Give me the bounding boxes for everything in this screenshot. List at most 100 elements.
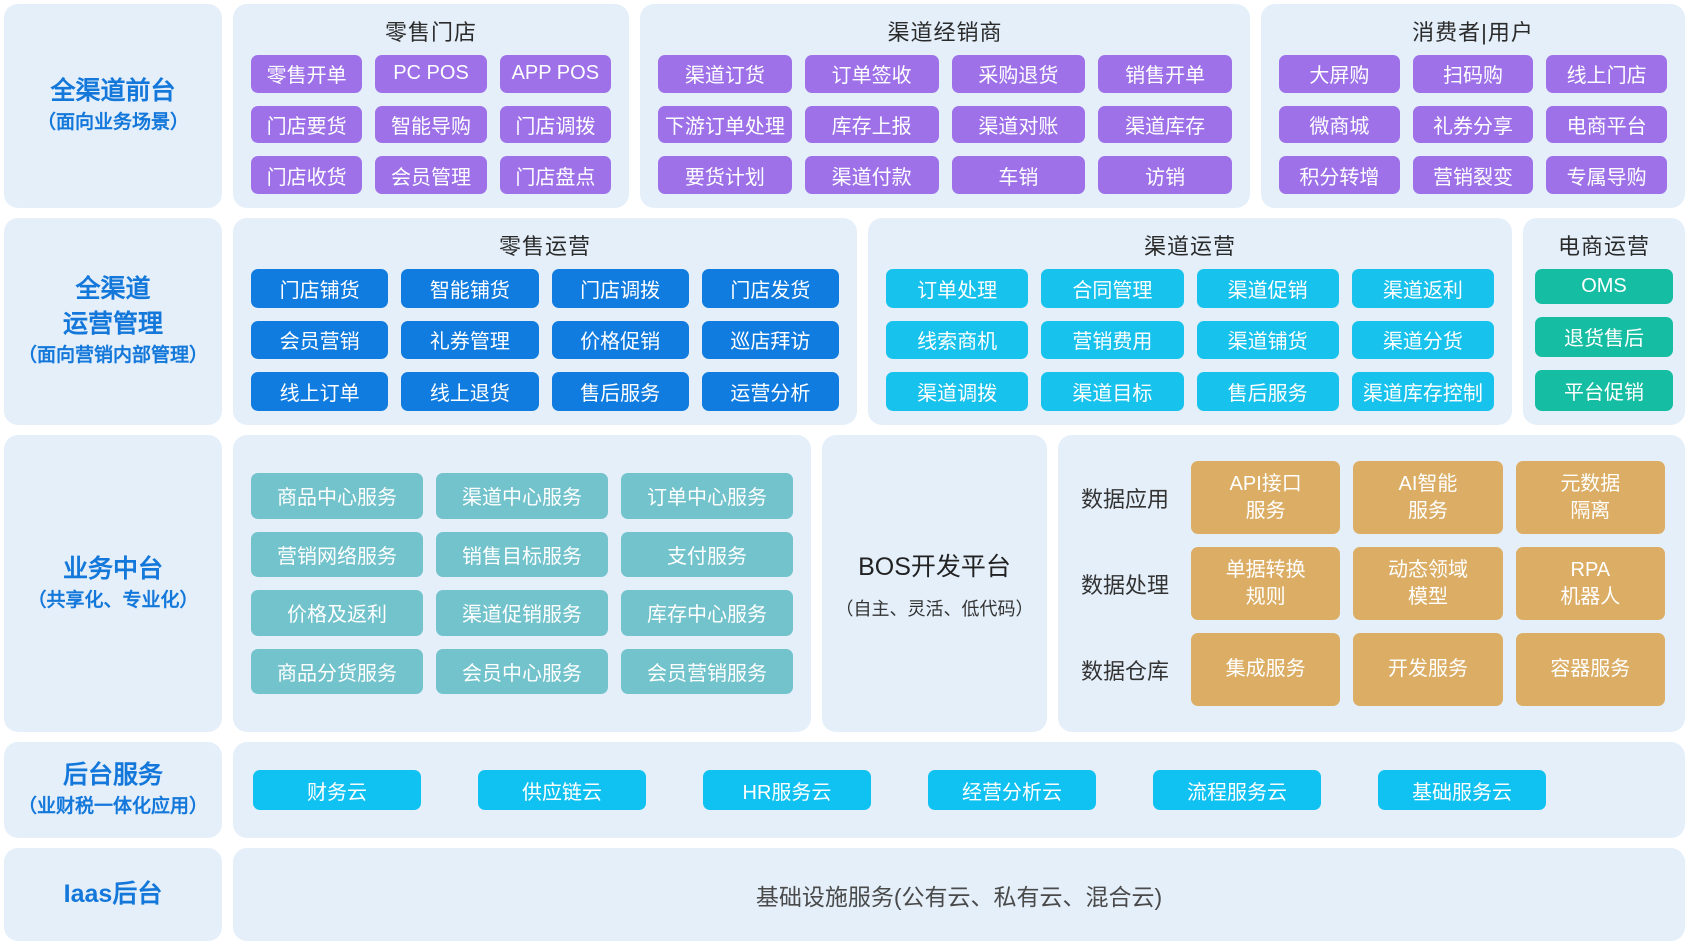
module-box: 零售开单 <box>251 55 363 93</box>
backend-cloud-grid: 财务云 供应链云 HR服务云 经营分析云 流程服务云 基础服务云 <box>233 742 1685 838</box>
operation-label-line2: 运营管理 <box>62 310 163 339</box>
module-box: 营销费用 <box>1041 320 1184 360</box>
module-box-line: 模型 <box>1407 585 1448 608</box>
module-box: 访销 <box>1098 156 1232 194</box>
module-box: 智能铺货 <box>401 269 539 308</box>
module-box: 线上订单 <box>251 372 389 411</box>
iaas-label-title: Iaas后台 <box>63 880 163 908</box>
module-box-line: API接口 <box>1229 472 1302 495</box>
module-box: 会员中心服务 <box>436 648 608 694</box>
module-box: 渠道库存控制 <box>1351 372 1494 411</box>
module-box: 商品中心服务 <box>251 473 423 519</box>
module-box: 开发服务 <box>1353 633 1503 706</box>
module-box-line: 规则 <box>1245 585 1286 608</box>
module-box: 渠道调拨 <box>886 372 1029 411</box>
module-box-line: 机器人 <box>1560 585 1621 608</box>
module-box: 退货售后 <box>1535 316 1673 358</box>
channel-dealer-group: 渠道经销商 渠道订货 订单签收 采购退货 销售开单 下游订单处理 库存上报 渠道… <box>640 4 1250 208</box>
backend-label-subtitle: （业财税一体化应用） <box>17 796 208 818</box>
module-box: 库存中心服务 <box>621 590 793 636</box>
ecommerce-ops-grid: OMS 退货售后 平台促销 <box>1523 269 1685 425</box>
module-box: 车销 <box>951 156 1086 194</box>
module-box: 售后服务 <box>1196 372 1339 411</box>
module-box: 渠道促销 <box>1196 269 1339 308</box>
module-box-line: 隔离 <box>1570 499 1611 522</box>
module-box: 渠道订货 <box>658 55 792 93</box>
module-box-line: RPA <box>1570 558 1611 581</box>
module-box: 大屏购 <box>1279 55 1400 93</box>
module-box: 渠道目标 <box>1041 372 1184 411</box>
module-box: 渠道返利 <box>1351 269 1494 308</box>
module-box: 流程服务云 <box>1153 770 1321 810</box>
operation-label-line1: 全渠道 <box>75 275 151 304</box>
module-box: 电商平台 <box>1546 105 1667 144</box>
channel-dealer-title: 渠道经销商 <box>887 20 1003 45</box>
center-services-group: 商品中心服务 渠道中心服务 订单中心服务 营销网络服务 销售目标服务 支付服务 … <box>233 435 811 732</box>
data-platform-group: 数据应用 API接口 服务 AI智能 服务 元数据 隔离 数据处理 单据转换 <box>1058 435 1685 732</box>
module-box: 运营分析 <box>701 372 839 411</box>
module-box: 支付服务 <box>621 531 793 577</box>
module-box: 销售目标服务 <box>436 531 608 577</box>
module-box: 智能导购 <box>375 105 487 144</box>
iaas-label: Iaas后台 <box>4 848 222 941</box>
module-box: 营销网络服务 <box>251 531 423 577</box>
module-box: PC POS <box>375 55 487 93</box>
bos-platform-title: BOS开发平台 <box>858 552 1011 581</box>
module-box: 采购退货 <box>951 55 1086 93</box>
data-application-row: 数据应用 API接口 服务 AI智能 服务 元数据 隔离 <box>1072 461 1665 534</box>
bos-platform-panel: BOS开发平台 （自主、灵活、低代码） <box>822 435 1047 732</box>
module-box: 专属导购 <box>1546 156 1667 194</box>
consumer-title: 消费者|用户 <box>1412 20 1534 45</box>
module-box: 门店铺货 <box>251 269 389 308</box>
ecommerce-ops-title: 电商运营 <box>1557 234 1650 259</box>
retail-store-grid: 零售开单 PC POS APP POS 门店要货 智能导购 门店调拨 门店收货 … <box>233 55 629 208</box>
channel-dealer-grid: 渠道订货 订单签收 采购退货 销售开单 下游订单处理 库存上报 渠道对账 渠道库… <box>640 55 1250 208</box>
retail-ops-title: 零售运营 <box>498 234 591 259</box>
module-box: OMS <box>1535 269 1673 304</box>
module-box: RPA 机器人 <box>1515 547 1665 620</box>
module-box: 渠道分货 <box>1351 320 1494 360</box>
data-warehouse-row: 数据仓库 集成服务 开发服务 容器服务 <box>1072 633 1665 706</box>
module-box-line: 元数据 <box>1560 472 1621 495</box>
module-box: 合同管理 <box>1041 269 1184 308</box>
module-box-line: AI智能 <box>1398 472 1458 495</box>
module-box-line: 集成服务 <box>1225 658 1306 680</box>
module-box: 线上门店 <box>1546 55 1667 93</box>
module-box: 会员营销服务 <box>621 648 793 694</box>
module-box: APP POS <box>499 55 611 93</box>
module-box: 渠道库存 <box>1098 105 1232 144</box>
retail-ops-group: 零售运营 门店铺货 智能铺货 门店调拨 门店发货 会员营销 礼券管理 价格促销 … <box>233 218 857 425</box>
module-box: 基础服务云 <box>1378 770 1546 810</box>
backend-cloud-group: 财务云 供应链云 HR服务云 经营分析云 流程服务云 基础服务云 <box>233 742 1685 838</box>
row-iaas: Iaas后台 基础设施服务(公有云、私有云、混合云) <box>4 848 1685 941</box>
channel-ops-title: 渠道运营 <box>1143 234 1236 259</box>
iaas-infrastructure-text: 基础设施服务(公有云、私有云、混合云) <box>755 883 1163 910</box>
data-processing-row: 数据处理 单据转换 规则 动态领域 模型 RPA 机器人 <box>1072 547 1665 620</box>
module-box: 微商城 <box>1279 105 1400 144</box>
row-operation-management: 全渠道 运营管理 （面向营销内部管理） 零售运营 门店铺货 智能铺货 门店调拨 … <box>4 218 1685 425</box>
front-stage-label-title: 全渠道前台 <box>50 77 176 106</box>
module-box: 线上退货 <box>401 372 539 411</box>
row-backend-services: 后台服务 （业财税一体化应用） 财务云 供应链云 HR服务云 经营分析云 流程服… <box>4 742 1685 838</box>
module-box: 元数据 隔离 <box>1515 461 1665 534</box>
module-box: 要货计划 <box>658 156 792 194</box>
module-box: 门店调拨 <box>551 269 689 308</box>
module-box: 订单处理 <box>886 269 1029 308</box>
module-box: 营销裂变 <box>1412 156 1534 194</box>
consumer-group: 消费者|用户 大屏购 扫码购 线上门店 微商城 礼券分享 电商平台 积分转增 营… <box>1261 4 1685 208</box>
module-box-line: 开发服务 <box>1387 658 1468 680</box>
row-front-stage: 全渠道前台 （面向业务场景） 零售门店 零售开单 PC POS APP POS … <box>4 4 1685 208</box>
module-box: 销售开单 <box>1098 55 1232 93</box>
center-services-grid: 商品中心服务 渠道中心服务 订单中心服务 营销网络服务 销售目标服务 支付服务 … <box>233 435 811 732</box>
module-box-line: 动态领域 <box>1387 558 1468 581</box>
middle-platform-label: 业务中台 （共享化、专业化） <box>4 435 222 732</box>
bos-platform-subtitle: （自主、灵活、低代码） <box>835 598 1034 619</box>
module-box: 渠道促销服务 <box>436 590 608 636</box>
data-application-label: 数据应用 <box>1080 486 1169 512</box>
module-box: 礼券分享 <box>1412 105 1534 144</box>
retail-ops-grid: 门店铺货 智能铺货 门店调拨 门店发货 会员营销 礼券管理 价格促销 巡店拜访 … <box>233 269 857 425</box>
consumer-grid: 大屏购 扫码购 线上门店 微商城 礼券分享 电商平台 积分转增 营销裂变 专属导… <box>1261 55 1685 208</box>
module-box: 扫码购 <box>1412 55 1534 93</box>
module-box: 巡店拜访 <box>701 320 839 360</box>
